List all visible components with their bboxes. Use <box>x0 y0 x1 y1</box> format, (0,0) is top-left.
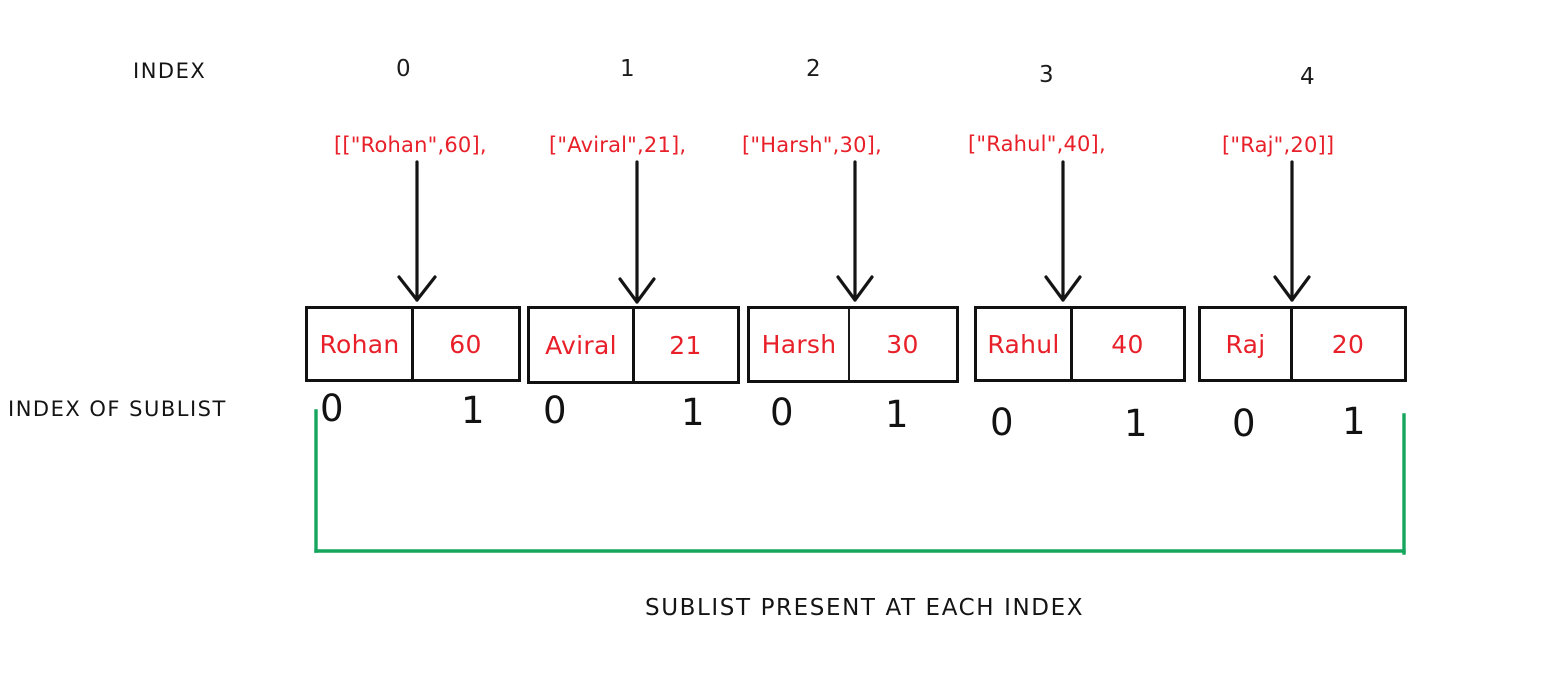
cell-text: 20 <box>1331 329 1365 359</box>
sublist-index-3-0: 0 <box>990 401 1014 444</box>
sublist-index-4-1: 1 <box>1342 400 1366 443</box>
array-box-0: Rohan 60 <box>305 306 521 382</box>
index-number-4: 4 <box>1300 64 1315 90</box>
sublist-literal-4: ["Raj",20]] <box>1222 133 1335 157</box>
index-of-sublist-label: INDEX OF SUBLIST <box>8 397 227 421</box>
index-number-1: 1 <box>620 56 635 82</box>
cell-text: 40 <box>1111 329 1144 359</box>
sublist-literal-0: [["Rohan",60], <box>334 133 487 157</box>
sublist-index-1-0: 0 <box>543 389 567 432</box>
arrow-to-box-4 <box>1273 160 1311 302</box>
arrow-to-box-2 <box>836 160 874 302</box>
array-box-3: Rahul 40 <box>974 306 1186 382</box>
array-cell-2-key: Harsh <box>750 309 850 380</box>
arrow-to-box-3 <box>1044 160 1082 302</box>
cell-text: Rohan <box>319 329 400 359</box>
array-cell-0-value: 60 <box>414 309 517 379</box>
sublist-index-4-0: 0 <box>1232 402 1256 445</box>
sublist-literal-2: ["Harsh",30], <box>742 133 882 157</box>
cell-text: 60 <box>449 329 482 359</box>
sublist-literal-3: ["Rahul",40], <box>968 132 1106 156</box>
cell-text: Aviral <box>545 330 617 360</box>
array-box-4: Raj 20 <box>1198 306 1407 382</box>
cell-text: Raj <box>1225 329 1266 359</box>
array-cell-3-key: Rahul <box>977 309 1073 379</box>
sublist-index-0-1: 1 <box>461 389 485 432</box>
cell-text: Rahul <box>987 329 1060 359</box>
index-number-3: 3 <box>1039 62 1054 88</box>
index-header-label: INDEX <box>133 59 207 83</box>
arrow-to-box-1 <box>618 160 656 304</box>
index-number-0: 0 <box>396 56 411 82</box>
array-cell-4-value: 20 <box>1293 309 1403 379</box>
sublist-index-1-1: 1 <box>681 391 705 434</box>
index-number-2: 2 <box>806 56 821 82</box>
cell-text: Harsh <box>761 330 837 359</box>
cell-text: 21 <box>669 330 702 360</box>
array-cell-3-value: 40 <box>1073 309 1182 379</box>
sublist-index-0-0: 0 <box>320 387 344 430</box>
bottom-caption: SUBLIST PRESENT AT EACH INDEX <box>645 595 1085 621</box>
sublist-index-2-1: 1 <box>885 393 909 436</box>
array-cell-4-key: Raj <box>1201 309 1293 379</box>
sublist-index-2-0: 0 <box>770 391 794 434</box>
sublist-index-3-1: 1 <box>1124 402 1148 445</box>
array-cell-1-key: Aviral <box>530 309 635 381</box>
array-cell-0-key: Rohan <box>308 309 414 379</box>
arrow-to-box-0 <box>397 160 437 302</box>
array-box-2: Harsh 30 <box>747 306 959 383</box>
sublist-literal-1: ["Aviral",21], <box>549 133 687 157</box>
cell-text: 30 <box>886 330 919 359</box>
array-cell-1-value: 21 <box>635 309 736 381</box>
array-box-1: Aviral 21 <box>527 306 740 384</box>
array-cell-2-value: 30 <box>850 309 955 380</box>
